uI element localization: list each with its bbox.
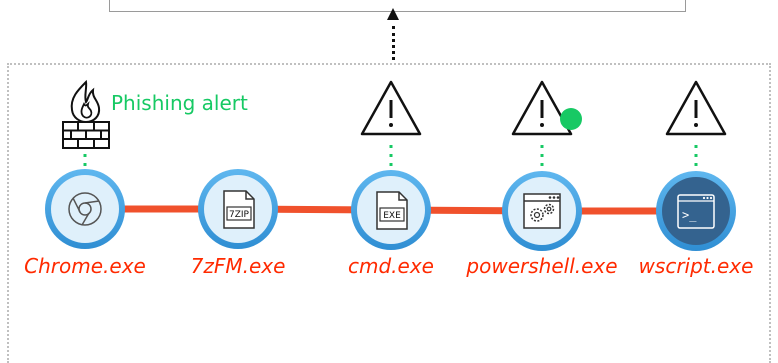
node-label-cmd[interactable]: cmd.exe [348, 254, 434, 278]
node-powershell[interactable] [502, 171, 582, 251]
warning-icon-4[interactable] [511, 80, 573, 136]
7zip-file-icon: 7ZIP [223, 190, 255, 229]
status-dot [560, 108, 582, 130]
up-arrow-icon [387, 8, 399, 20]
firewall-fire-icon[interactable] [62, 79, 110, 149]
node-label-powershell[interactable]: powershell.exe [466, 254, 618, 278]
terminal-icon: >_ [677, 194, 715, 229]
svg-text:EXE: EXE [383, 211, 401, 221]
svg-text:>_: >_ [682, 208, 697, 222]
parent-link [392, 26, 395, 60]
exe-file-icon: EXE [376, 191, 408, 230]
node-chrome[interactable] [45, 169, 125, 249]
node-label-7zfm[interactable]: 7zFM.exe [190, 254, 286, 278]
node-cmd[interactable]: EXE [351, 170, 431, 250]
gears-window-icon [523, 193, 561, 229]
alert-links [83, 145, 698, 170]
chrome-icon [68, 192, 102, 226]
warning-icon-3[interactable] [360, 80, 422, 136]
node-7zfm[interactable]: 7ZIP [198, 169, 278, 249]
process-group-frame [7, 63, 771, 363]
warning-icon-5[interactable] [665, 80, 727, 136]
node-wscript[interactable]: >_ [656, 171, 736, 251]
phishing-alert-label[interactable]: Phishing alert [111, 91, 248, 115]
node-label-wscript[interactable]: wscript.exe [638, 254, 754, 278]
svg-text:7ZIP: 7ZIP [229, 210, 250, 220]
node-label-chrome[interactable]: Chrome.exe [24, 254, 146, 278]
